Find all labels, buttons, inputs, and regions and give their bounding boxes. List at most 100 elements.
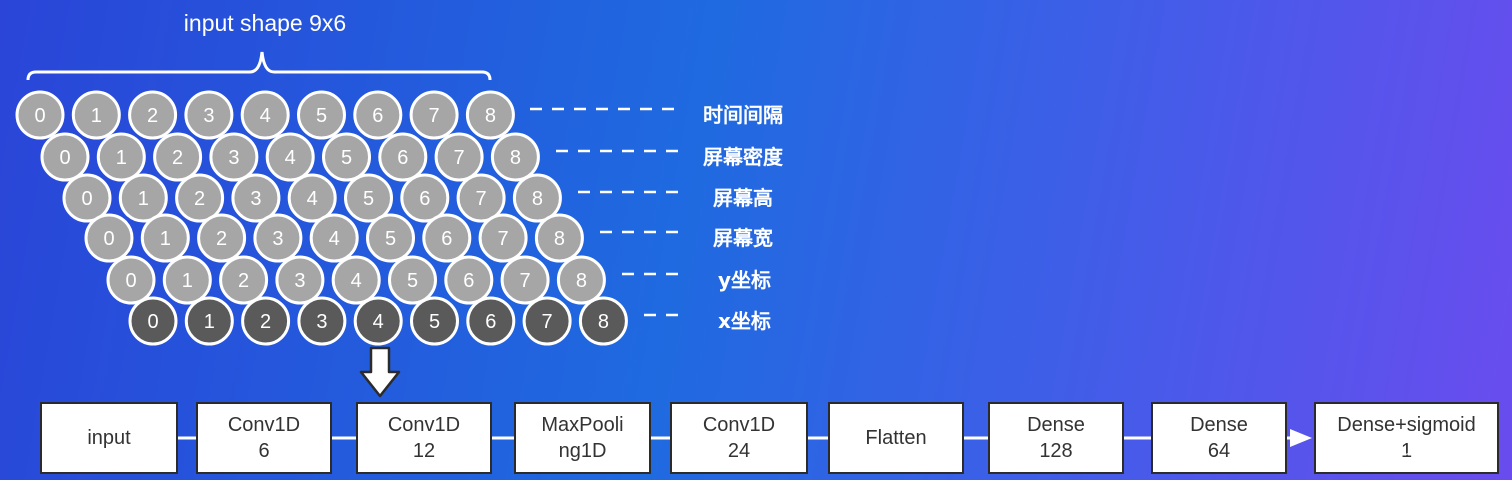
grid-cell — [309, 213, 359, 263]
grid-cell — [40, 132, 90, 182]
grid-cell — [409, 90, 459, 140]
grid-cell — [512, 173, 562, 223]
grid-cell-number: 7 — [476, 188, 487, 210]
layer-label: MaxPooli — [541, 414, 624, 436]
grid-cell-number: 0 — [34, 105, 45, 127]
grid-cell-number: 1 — [182, 270, 193, 292]
grid-cell-number: 0 — [81, 188, 92, 210]
layer-label: Dense+sigmoid — [1337, 414, 1476, 436]
grid-cell-number: 3 — [203, 105, 214, 127]
row-label: 屏幕宽 — [713, 226, 773, 250]
grid-cell-number: 6 — [397, 147, 408, 169]
grid-cell-number: 1 — [160, 228, 171, 250]
layer-label: 64 — [1207, 440, 1231, 462]
grid-cell — [378, 132, 428, 182]
grid-cell — [478, 213, 528, 263]
grid-cell-number: 2 — [238, 270, 249, 292]
grid-cell-number: 8 — [485, 105, 496, 127]
layer-label: 6 — [258, 440, 270, 462]
grid-cell — [253, 213, 303, 263]
grid-cell-number: 0 — [59, 147, 70, 169]
grid-cell — [128, 90, 178, 140]
grid-cell — [410, 296, 459, 346]
grid-cell-number: 5 — [385, 228, 396, 250]
grid-cell — [287, 173, 337, 223]
grid-cell-number: 4 — [285, 147, 296, 169]
row-label: 屏幕高 — [713, 186, 773, 210]
grid-cell — [275, 255, 325, 305]
grid-cell — [534, 213, 584, 263]
grid-cell — [197, 213, 247, 263]
grid-cell — [490, 132, 540, 182]
grid-cell-number: 3 — [272, 228, 283, 250]
grid-cell — [465, 90, 515, 140]
grid-cell-number: 0 — [147, 311, 158, 333]
grid-cell-number: 8 — [554, 228, 565, 250]
grid-cell-number: 7 — [429, 105, 440, 127]
grid-cell-number: 7 — [542, 311, 553, 333]
grid-cell — [184, 296, 234, 346]
grid-cell-number: 7 — [520, 270, 531, 292]
layer-label: Flatten — [865, 427, 927, 449]
grid-cell — [15, 90, 65, 140]
layer-label: 128 — [1039, 440, 1073, 462]
grid-cell-number: 3 — [250, 188, 261, 210]
grid-cell — [556, 255, 606, 305]
row-label: 时间间隔 — [703, 103, 783, 127]
layer-label: 1 — [1400, 440, 1413, 462]
grid-cell — [400, 173, 450, 223]
grid-cell-number: 2 — [172, 147, 183, 169]
grid-cell — [71, 90, 121, 140]
grid-cell — [500, 255, 550, 305]
grid-cell-number: 5 — [407, 270, 418, 292]
layer-label: Dense — [1027, 414, 1085, 436]
grid-cell — [128, 296, 178, 346]
grid-cell-number: 6 — [441, 228, 452, 250]
grid-cell — [434, 132, 484, 182]
grid-cell — [522, 296, 572, 346]
grid-cell — [140, 213, 190, 263]
grid-cell-number: 6 — [419, 188, 430, 210]
layer-box: Dense+sigmoid 1 — [1314, 402, 1499, 474]
grid-cell-number: 4 — [373, 311, 384, 333]
grid-cell — [118, 173, 168, 223]
grid-cell — [366, 213, 415, 263]
grid-cell — [331, 255, 381, 305]
grid-cell — [297, 296, 347, 346]
grid-cell-number: 4 — [307, 188, 318, 210]
grid-cell — [444, 255, 494, 305]
layer-label: Dense — [1190, 414, 1248, 436]
grid-cell — [422, 213, 472, 263]
layer-label: 24 — [727, 440, 751, 462]
layer-label: Conv1D — [227, 414, 301, 436]
layer-label: Conv1D — [702, 414, 776, 436]
grid-cell — [106, 255, 156, 305]
grid-cell — [240, 90, 290, 140]
row-label: x坐标 — [718, 309, 771, 333]
grid-cell-number: 3 — [294, 270, 305, 292]
layer-box: input — [40, 402, 178, 474]
grid-cell — [344, 173, 393, 223]
row-label: y坐标 — [718, 268, 772, 292]
grid-cell-number: 2 — [260, 311, 271, 333]
grid-cell-number: 5 — [363, 188, 374, 210]
layer-label: input — [87, 427, 131, 449]
grid-cell — [231, 173, 281, 223]
grid-cell — [96, 132, 146, 182]
layer-label: 12 — [412, 440, 436, 462]
grid-cell-number: 1 — [116, 147, 127, 169]
grid-cell-number: 8 — [510, 147, 521, 169]
grid-cell-number: 6 — [463, 270, 474, 292]
grid-cell — [265, 132, 315, 182]
layer-box: Flatten — [828, 402, 964, 474]
grid-cell-number: 0 — [103, 228, 114, 250]
grid-cell — [466, 296, 516, 346]
grid-cell-number: 1 — [138, 188, 149, 210]
input-brace — [26, 51, 492, 81]
grid-cell-number: 2 — [194, 188, 205, 210]
grid-cell-number: 4 — [351, 270, 362, 292]
grid-cell-number: 7 — [498, 228, 509, 250]
grid-cell — [162, 255, 212, 305]
